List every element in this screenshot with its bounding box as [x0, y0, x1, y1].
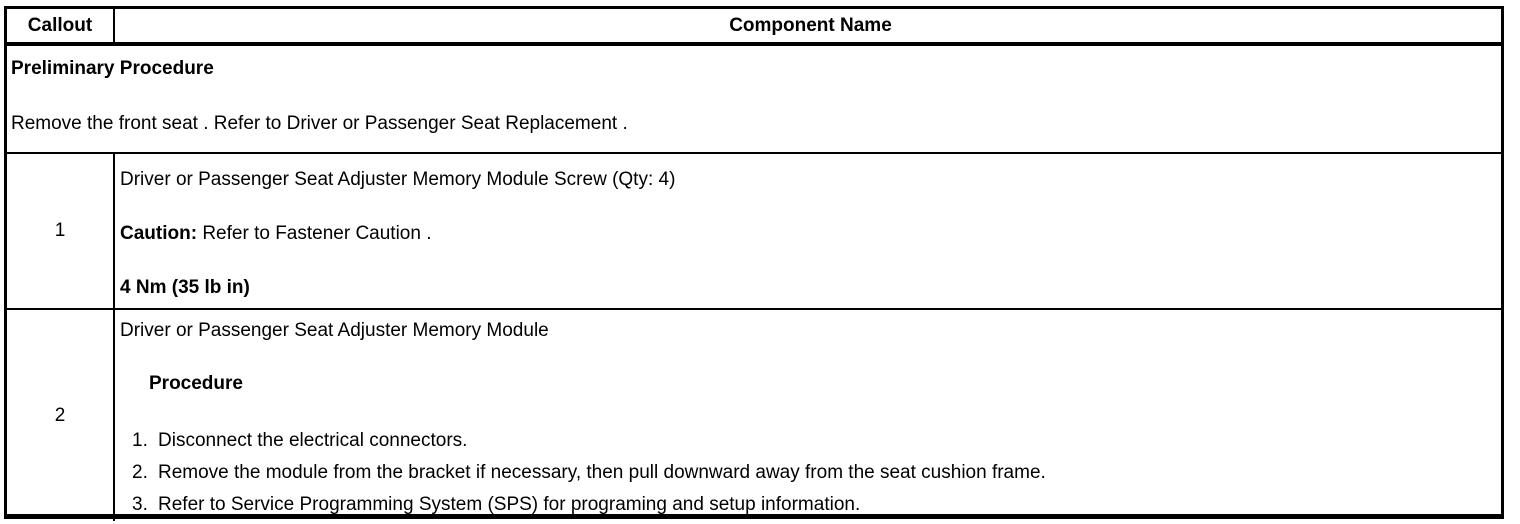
- component-callout-table: Callout Component Name Preliminary Proce…: [4, 6, 1504, 521]
- step-text: Disconnect the electrical connectors.: [158, 430, 468, 451]
- step-item: 1. Disconnect the electrical connectors.: [120, 431, 1501, 451]
- component-cell-1: Driver or Passenger Seat Adjuster Memory…: [115, 154, 1501, 308]
- component-description: Driver or Passenger Seat Adjuster Memory…: [120, 320, 549, 341]
- step-text: Refer to Service Programming System (SPS…: [158, 494, 861, 515]
- table-row-callout-2: 2 Driver or Passenger Seat Adjuster Memo…: [7, 310, 1501, 521]
- callout-number-2: 2: [7, 310, 115, 521]
- component-description: Driver or Passenger Seat Adjuster Memory…: [120, 169, 676, 190]
- component-name-column-header: Component Name: [729, 14, 892, 36]
- table-header-row: Callout Component Name: [7, 9, 1501, 46]
- preliminary-procedure-text: Remove the front seat . Refer to Driver …: [11, 113, 628, 134]
- callout-number-1: 1: [7, 154, 115, 308]
- callout-column-header: Callout: [7, 9, 115, 42]
- caution-line: Caution: Refer to Fastener Caution .: [120, 224, 1501, 244]
- step-item: 3. Refer to Service Programming System (…: [120, 495, 1501, 515]
- procedure-heading: Procedure: [149, 373, 243, 394]
- step-item: 2. Remove the module from the bracket if…: [120, 463, 1501, 483]
- step-number: 3.: [132, 494, 148, 515]
- torque-spec: 4 Nm (35 lb in): [120, 277, 250, 298]
- caution-label: Caution:: [120, 223, 198, 244]
- component-cell-2: Driver or Passenger Seat Adjuster Memory…: [115, 310, 1501, 521]
- preliminary-procedure-row: Preliminary Procedure Remove the front s…: [7, 59, 1501, 154]
- step-number: 1.: [132, 430, 148, 451]
- procedure-step-list: 1. Disconnect the electrical connectors.…: [120, 431, 1501, 515]
- preliminary-procedure-title: Preliminary Procedure: [11, 58, 214, 79]
- step-text: Remove the module from the bracket if ne…: [158, 462, 1046, 483]
- table-row-callout-1: 1 Driver or Passenger Seat Adjuster Memo…: [7, 154, 1501, 310]
- step-number: 2.: [132, 462, 148, 483]
- caution-text: Refer to Fastener Caution .: [202, 223, 432, 244]
